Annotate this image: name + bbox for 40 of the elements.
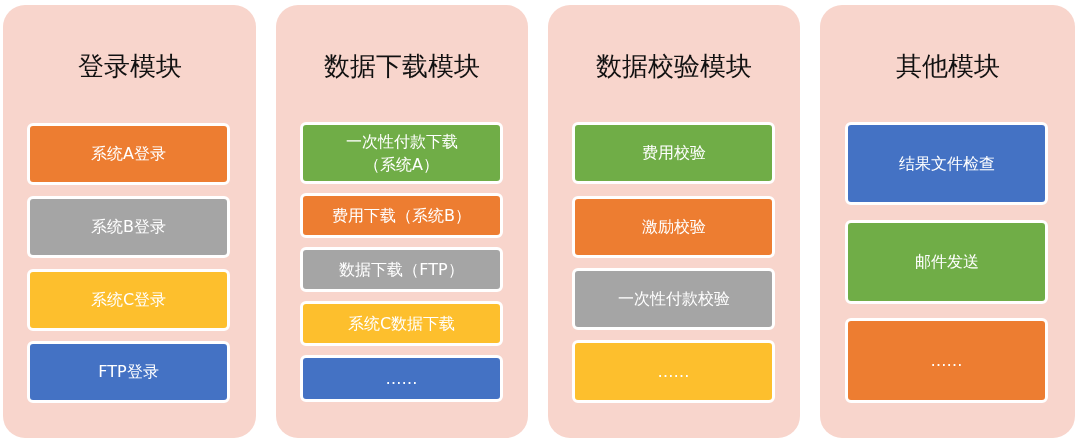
- item-label: 数据下载（FTP）: [339, 258, 464, 281]
- item-box: [27, 196, 230, 258]
- item-label: FTP登录: [98, 361, 159, 384]
- item-box: [300, 355, 503, 402]
- item-box: [845, 220, 1048, 304]
- item-box: [300, 193, 503, 238]
- module-panel: [548, 5, 800, 438]
- item-box: [300, 247, 503, 292]
- item-label: 激励校验: [641, 216, 706, 239]
- item-label: 系统B登录: [91, 216, 166, 239]
- item-label: 费用下载（系统B）: [332, 204, 471, 227]
- item-box: [572, 340, 775, 403]
- item-label: 系统C数据下载: [347, 312, 456, 335]
- item-box: [572, 268, 775, 330]
- item-box: [27, 269, 230, 331]
- item-label: 结果文件检查: [898, 152, 995, 175]
- panel-title: 数据校验模块: [595, 50, 753, 83]
- item-label: 系统A登录: [91, 143, 166, 166]
- item-label: 邮件发送: [914, 251, 979, 274]
- module-panel: [3, 5, 256, 438]
- module-panel: [820, 5, 1075, 438]
- item-box: [27, 123, 230, 185]
- item-box: [300, 301, 503, 346]
- item-label: 一次性付款校验: [617, 288, 730, 311]
- item-box: [300, 122, 503, 184]
- item-label: 一次性付款下载（系统A）: [344, 130, 459, 176]
- item-label: ……: [385, 367, 418, 390]
- item-label: 系统C登录: [90, 289, 167, 312]
- item-box: [572, 196, 775, 258]
- item-box: [572, 122, 775, 184]
- item-label: ……: [930, 349, 963, 372]
- item-label: 费用校验: [641, 142, 706, 165]
- item-box: [27, 341, 230, 403]
- item-label: ……: [657, 360, 690, 383]
- module-panel: [276, 5, 528, 438]
- item-box: [845, 318, 1048, 403]
- panel-title: 其他模块: [894, 50, 1001, 83]
- item-box: [845, 122, 1048, 205]
- panel-title: 数据下载模块: [323, 50, 481, 83]
- panel-title: 登录模块: [76, 50, 183, 83]
